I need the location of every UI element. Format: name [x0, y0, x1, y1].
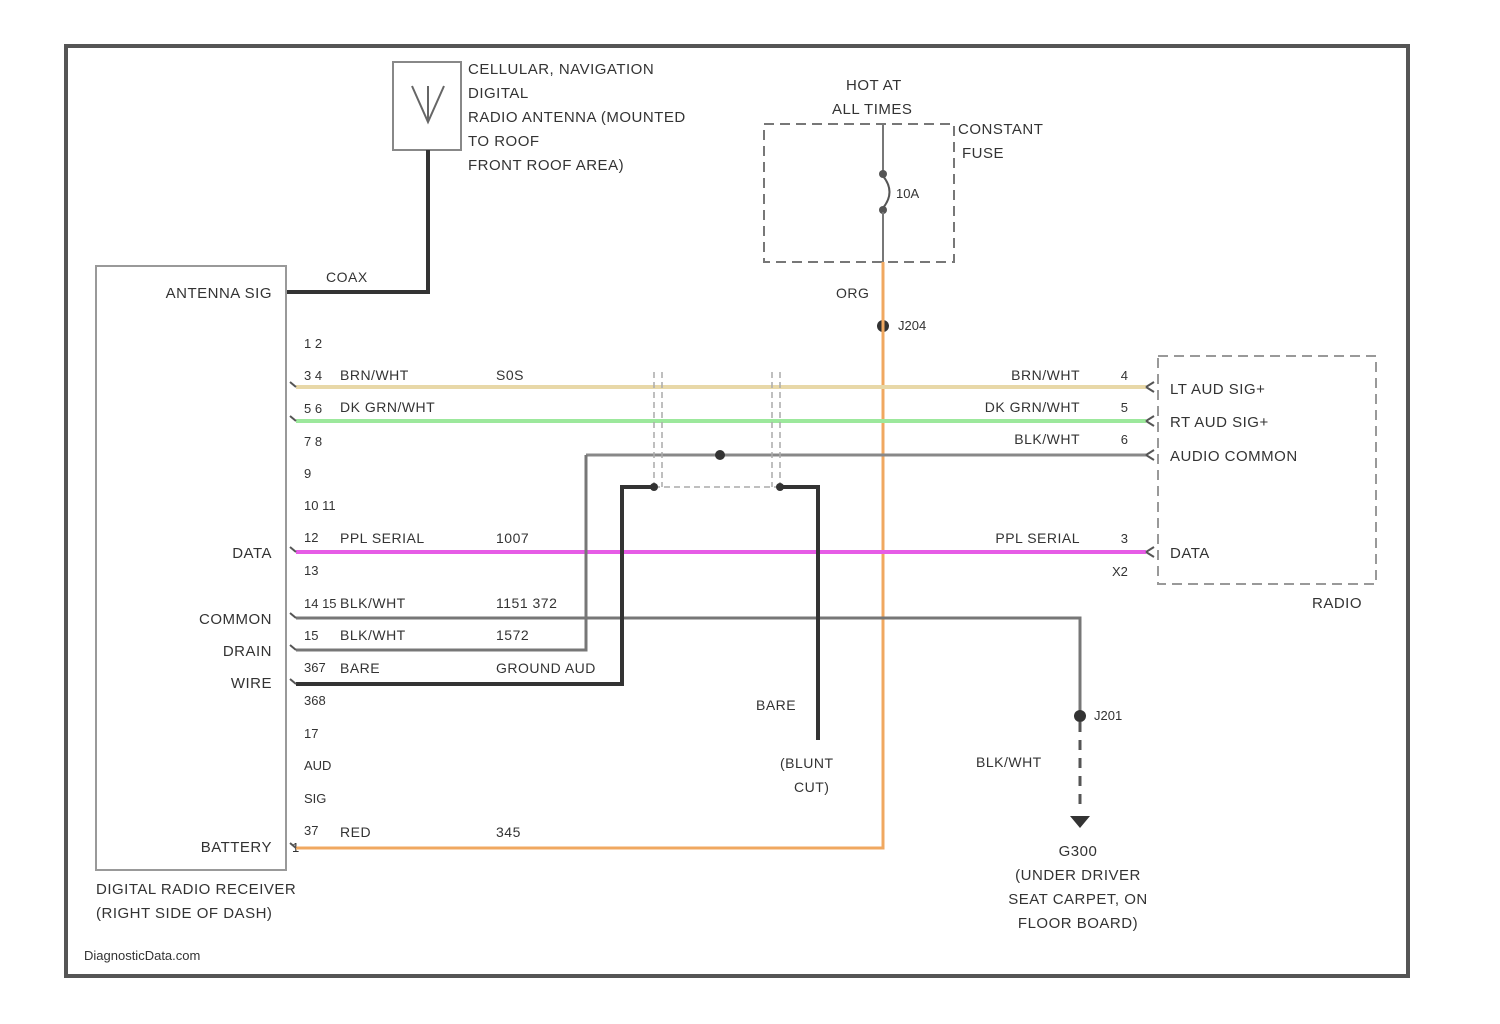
shield-junction-dot — [715, 450, 725, 460]
ground-location-line-1: (UNDER DRIVER — [1015, 867, 1141, 884]
common-circuit-label: 1151 372 — [496, 595, 557, 611]
receiver-drain-label: DRAIN — [223, 643, 272, 660]
rt-aud-right-color: DK GRN/WHT — [985, 399, 1080, 415]
rt-aud-pin: 5 — [1121, 400, 1128, 415]
pin-label: 37 — [304, 823, 318, 838]
pin-label: 9 — [304, 466, 311, 481]
radio-terminal-data: DATA — [1170, 545, 1210, 562]
ground: J201 BLK/WHT G300 (UNDER DRIVER SEAT CAR… — [976, 708, 1148, 932]
digital-radio-receiver: ANTENNA SIG DATA COMMON DRAIN WIRE BATTE… — [96, 266, 337, 922]
ground-location-line-2: SEAT CARPET, ON — [1008, 891, 1147, 908]
receiver-battery-label: BATTERY — [201, 839, 272, 856]
blunt-cut-line-2: CUT) — [794, 779, 829, 795]
radio-title: RADIO — [1312, 595, 1362, 612]
lt-aud-circuit-label: S0S — [496, 367, 524, 383]
rt-aud-color-label: DK GRN/WHT — [340, 399, 435, 415]
antenna-desc-line-2: DIGITAL — [468, 85, 529, 102]
battery-circuit-label: 345 — [496, 824, 521, 840]
shield-right-dot — [776, 483, 784, 491]
drain-color-label: BLK/WHT — [340, 627, 406, 643]
pin-label: 17 — [304, 726, 318, 741]
data-pin: 3 — [1121, 531, 1128, 546]
receiver-box — [96, 266, 286, 870]
pin-label: 13 — [304, 563, 318, 578]
data-circuit-label: 1007 — [496, 530, 529, 546]
fuse-box-label-1: CONSTANT — [958, 121, 1043, 138]
receiver-wire-label: WIRE — [231, 675, 272, 692]
bare-color-label: BARE — [340, 660, 380, 676]
receiver-antenna-label: ANTENNA SIG — [166, 285, 272, 302]
fuse-box — [764, 124, 954, 262]
fuse-block: HOT AT ALL TIMES CONSTANT FUSE 10A ORG J… — [764, 77, 1043, 333]
audio-common-right-color: BLK/WHT — [1014, 431, 1080, 447]
pin-label: 368 — [304, 693, 326, 708]
ground-wire-color: BLK/WHT — [976, 754, 1042, 770]
antenna-desc-line-4: TO ROOF — [468, 133, 540, 150]
radio: LT AUD SIG+ RT AUD SIG+ AUDIO COMMON DAT… — [1112, 356, 1376, 612]
ground-symbol-icon — [1070, 816, 1090, 828]
lt-aud-color-label: BRN/WHT — [340, 367, 409, 383]
common-wire — [296, 618, 1080, 716]
data-color-label: PPL SERIAL — [340, 530, 425, 546]
pin-label: 3 4 — [304, 368, 322, 383]
pin-label: 1 2 — [304, 336, 322, 351]
fuse-icon — [883, 176, 890, 208]
antenna-desc-line-1: CELLULAR, NAVIGATION — [468, 61, 654, 78]
bare-ground-wire — [296, 487, 654, 684]
audio-common-pin: 6 — [1121, 432, 1128, 447]
receiver-title-line-2: (RIGHT SIDE OF DASH) — [96, 905, 272, 922]
pin-label: SIG — [304, 791, 326, 806]
receiver-data-label: DATA — [232, 545, 272, 562]
hot-at-label: HOT AT — [846, 77, 902, 94]
fuse-box-label-2: FUSE — [962, 145, 1004, 162]
pin-label: 7 8 — [304, 434, 322, 449]
all-times-label: ALL TIMES — [832, 101, 912, 118]
receiver-common-label: COMMON — [199, 611, 272, 628]
blunt-cut-line-1: (BLUNT — [780, 755, 834, 771]
receiver-pin-markers — [290, 382, 296, 848]
splice-j204-label: J204 — [898, 318, 926, 333]
antenna-desc-line-3: RADIO ANTENNA (MOUNTED — [468, 109, 686, 126]
splice-j201-label: J201 — [1094, 708, 1122, 723]
lt-aud-right-color: BRN/WHT — [1011, 367, 1080, 383]
pin-label: 367 — [304, 660, 326, 675]
shield-bare-label: BARE — [756, 697, 796, 713]
radio-terminal-audio-common: AUDIO COMMON — [1170, 448, 1298, 465]
radio-terminal-lt-aud: LT AUD SIG+ — [1170, 381, 1265, 398]
fuse-rating: 10A — [896, 186, 919, 201]
ground-id: G300 — [1059, 843, 1098, 860]
receiver-title-line-1: DIGITAL RADIO RECEIVER — [96, 881, 296, 898]
shield-left-dot — [650, 483, 658, 491]
antenna: CELLULAR, NAVIGATION DIGITAL RADIO ANTEN… — [286, 61, 686, 292]
pin-label: AUD — [304, 758, 331, 773]
battery-color-label: RED — [340, 824, 371, 840]
pin-label: 10 11 — [304, 498, 336, 513]
receiver-pin-ticks — [290, 382, 296, 848]
pin-label: 15 — [304, 628, 318, 643]
radio-terminal-rt-aud: RT AUD SIG+ — [1170, 414, 1269, 431]
pin-label: 5 6 — [304, 401, 322, 416]
shield-twist — [654, 372, 780, 487]
pin-label: 12 — [304, 530, 318, 545]
fuse-wire-color: ORG — [836, 285, 869, 301]
pin-label: 14 15 — [304, 596, 337, 611]
antenna-icon — [412, 86, 444, 122]
radio-connector-label: X2 — [1112, 564, 1128, 579]
common-color-label: BLK/WHT — [340, 595, 406, 611]
lt-aud-pin: 4 — [1121, 368, 1128, 383]
footer-watermark: DiagnosticData.com — [84, 948, 200, 963]
antenna-desc-line-5: FRONT ROOF AREA) — [468, 157, 624, 174]
splice-j201-dot — [1074, 710, 1086, 722]
radio-connector-pins — [1146, 382, 1154, 557]
drain-circuit-label: 1572 — [496, 627, 529, 643]
data-right-color: PPL SERIAL — [995, 530, 1080, 546]
ground-location-line-3: FLOOR BOARD) — [1018, 915, 1138, 932]
diagram-border — [66, 46, 1408, 976]
bare-circuit-label: GROUND AUD — [496, 660, 596, 676]
coax-label: COAX — [326, 269, 368, 285]
